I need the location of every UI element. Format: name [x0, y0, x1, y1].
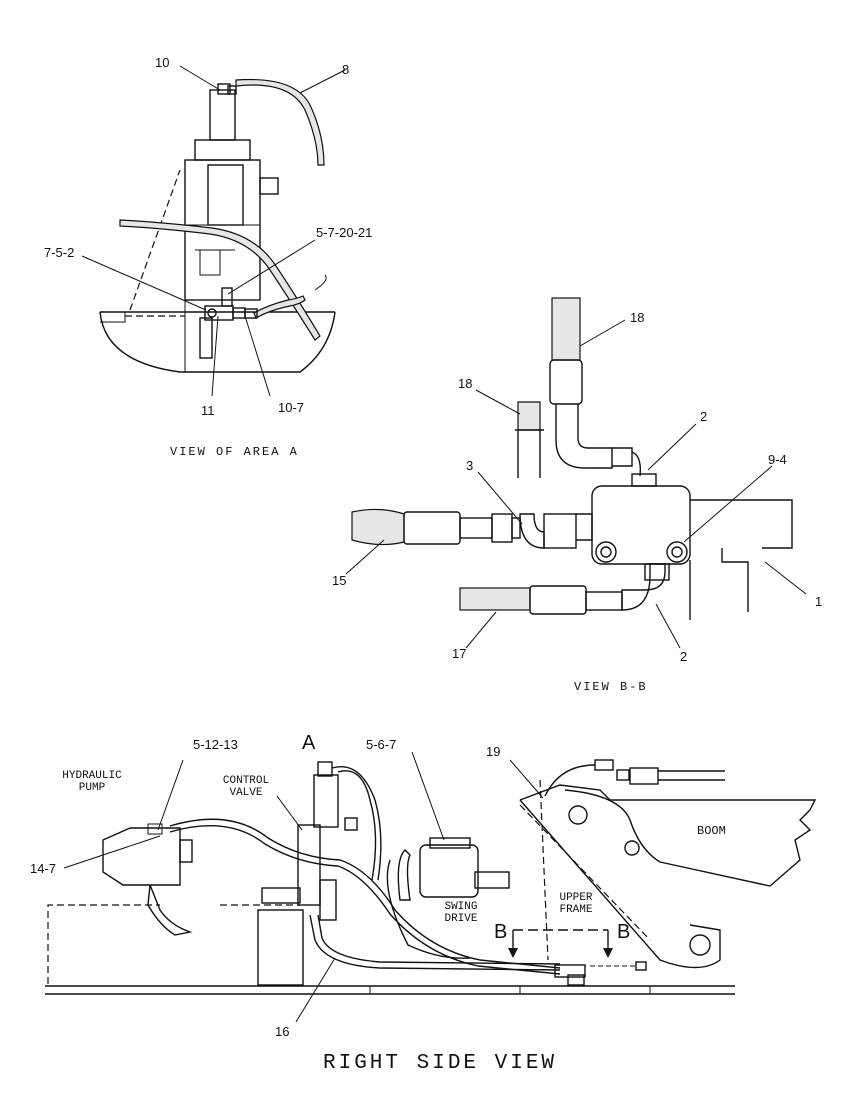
callout-7-5-2: 7-5-2 [44, 245, 75, 260]
caption-view-b-b: VIEW B-B [574, 680, 648, 694]
right-side-leaders [63, 751, 544, 1023]
callout-14-7: 14-7 [30, 861, 57, 876]
section-mark-b-left: B [494, 921, 508, 943]
callout-5-7-20-21: 5-7-20-21 [316, 225, 373, 240]
label-upper-frame: UPPER FRAME [559, 892, 593, 916]
callout-3: 3 [466, 458, 474, 473]
label-control-valve: CONTROL VALVE [222, 775, 270, 799]
section-mark-b-right: B [617, 921, 631, 943]
callout-1: 1 [815, 594, 823, 609]
callout-8: 8 [342, 62, 350, 77]
callout-2-bottom: 2 [680, 649, 688, 664]
callout-17: 17 [452, 646, 467, 661]
caption-view-area-a: VIEW OF AREA A [170, 445, 299, 459]
callout-9-4: 9-4 [768, 452, 787, 467]
callout-11: 11 [201, 403, 215, 418]
callout-16: 16 [275, 1024, 290, 1039]
callout-18-top: 18 [630, 310, 645, 325]
callout-18-left: 18 [458, 376, 473, 391]
title-right-side-view: RIGHT SIDE VIEW [323, 1052, 558, 1075]
view-b-leaders [345, 319, 807, 649]
view-b-drawing [351, 297, 793, 620]
callout-2-top: 2 [700, 409, 708, 424]
callout-5-6-7: 5-6-7 [366, 737, 397, 752]
view-a-leaders [81, 65, 346, 397]
callout-5-12-13: 5-12-13 [193, 737, 238, 752]
callout-19: 19 [486, 744, 501, 759]
label-swing-drive: SWING DRIVE [444, 901, 478, 925]
label-boom: BOOM [697, 824, 726, 838]
callout-15: 15 [332, 573, 347, 588]
section-mark-a: A [302, 732, 316, 754]
right-side-drawing [45, 759, 817, 995]
callout-10-7: 10-7 [278, 400, 305, 415]
view-a-drawing [99, 78, 336, 373]
callout-10: 10 [155, 55, 170, 70]
label-hydraulic-pump: HYDRAULIC PUMP [62, 770, 122, 794]
